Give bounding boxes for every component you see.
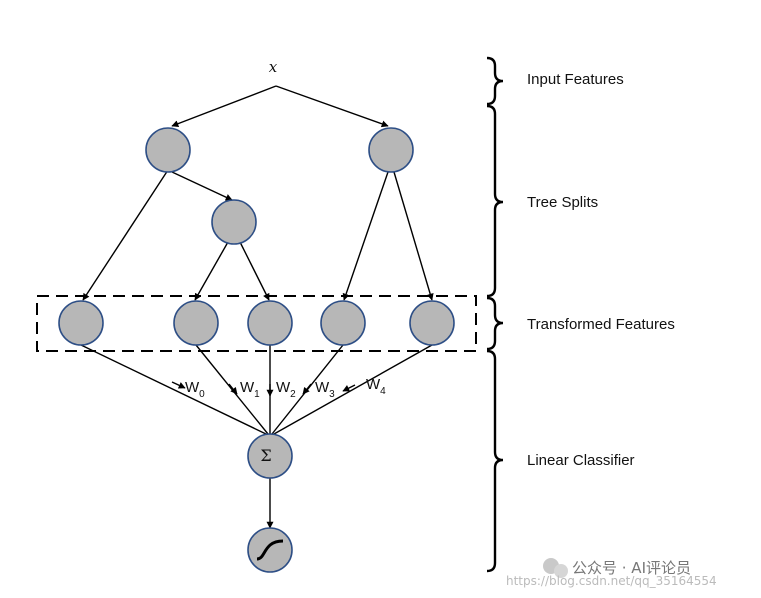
edges-tree xyxy=(82,169,434,301)
weight-label-2: W2 xyxy=(276,379,296,400)
watermark: 公众号 · AI评论员 https://blog.csdn.net/qq_351… xyxy=(506,558,717,588)
sum-node xyxy=(247,433,293,479)
weight-labels: W0 W1 W2 W3 W4 xyxy=(185,376,386,400)
edge-t2-leaf3 xyxy=(342,171,389,301)
edge-t1-leaf0 xyxy=(82,169,169,301)
brace-input-features xyxy=(486,56,504,106)
watermark-text: 公众号 · AI评论员 xyxy=(572,559,691,577)
brace-transformed-features xyxy=(486,296,504,351)
tree1-root-node xyxy=(145,127,191,173)
edge-inner-leaf2 xyxy=(239,241,270,301)
arrowhead-w1 xyxy=(228,383,238,395)
edge-x-right xyxy=(275,85,389,128)
edge-w0 xyxy=(80,344,267,435)
wechat-icon-bubble xyxy=(554,564,568,578)
sigmoid-node xyxy=(247,527,293,573)
sum-symbol: Σ xyxy=(260,446,271,465)
edge-x-left xyxy=(171,85,277,128)
tree1-inner-node xyxy=(211,199,257,245)
weight-label-4: W4 xyxy=(366,376,386,397)
leaf-node-1 xyxy=(173,300,219,346)
sigmoid-curve-icon xyxy=(256,539,284,561)
arrowhead-w4 xyxy=(342,384,356,392)
arrowhead-w0 xyxy=(171,381,186,389)
leaf-node-0 xyxy=(58,300,104,346)
section-label-transformed-features: Transformed Features xyxy=(527,316,675,333)
edges-weights xyxy=(80,344,433,435)
input-x-label: x xyxy=(269,58,278,76)
weight-label-3: W3 xyxy=(315,379,335,400)
transformed-features-box xyxy=(36,295,477,352)
leaf-nodes xyxy=(58,300,455,346)
leaf-node-2 xyxy=(247,300,293,346)
section-label-input-features: Input Features xyxy=(527,71,624,88)
leaf-node-3 xyxy=(320,300,366,346)
section-label-tree-splits: Tree Splits xyxy=(527,194,598,211)
brace-tree-splits xyxy=(486,104,504,298)
arrowhead-w3 xyxy=(302,383,312,395)
section-braces xyxy=(486,56,504,573)
section-label-linear-classifier: Linear Classifier xyxy=(527,452,635,469)
edge-t1-inner xyxy=(171,171,233,201)
edges-input xyxy=(171,85,389,128)
leaf-node-4 xyxy=(409,300,455,346)
watermark-url: https://blog.csdn.net/qq_35164554 xyxy=(506,574,717,588)
weight-label-0: W0 xyxy=(185,379,205,400)
edge-inner-leaf1 xyxy=(194,241,229,301)
tree2-root-node xyxy=(368,127,414,173)
brace-linear-classifier xyxy=(486,349,504,573)
edge-w4 xyxy=(273,344,433,435)
weight-label-1: W1 xyxy=(240,379,260,400)
tree-nodes xyxy=(145,127,414,245)
edge-t2-leaf4 xyxy=(393,171,434,301)
